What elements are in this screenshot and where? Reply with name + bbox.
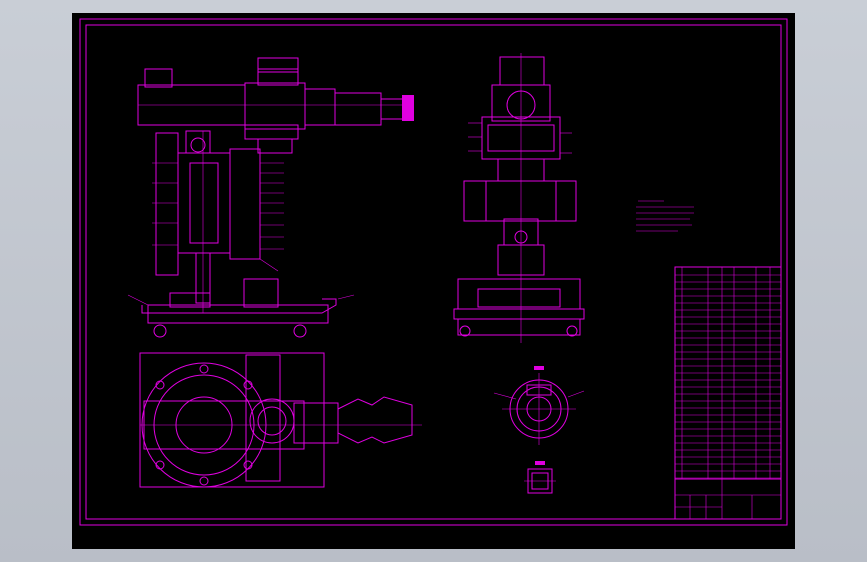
technical-notes [636,200,694,232]
front-section-view [127,57,414,338]
cad-drawing [79,18,788,526]
detail-b [524,461,556,494]
title-block [674,478,782,520]
section-a-a [493,366,585,445]
top-view [139,352,422,488]
cad-drawing-viewport[interactable] [72,13,795,549]
parts-list-table [674,266,782,480]
side-view [453,53,585,343]
